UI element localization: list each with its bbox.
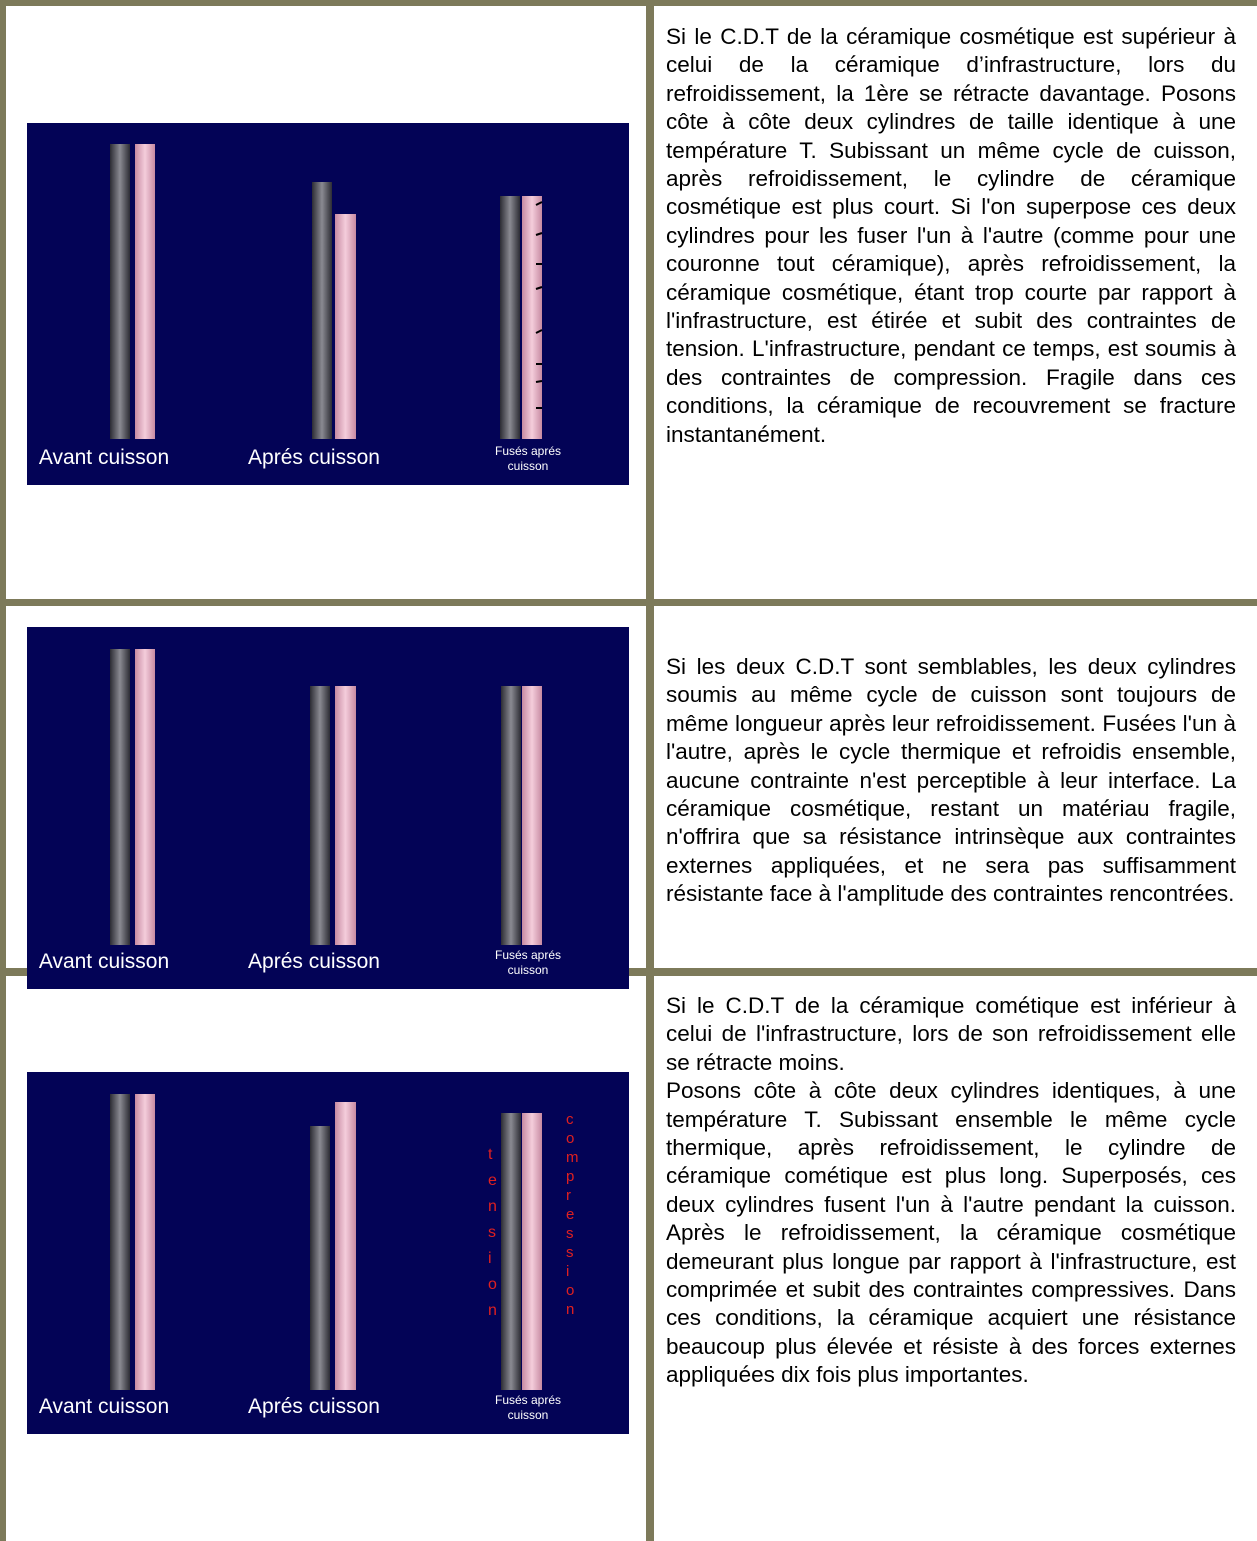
label-after: Aprés cuisson <box>248 1395 380 1418</box>
infrastructure-cylinder-fused <box>501 1113 521 1390</box>
table-column-divider <box>646 0 654 1541</box>
cylinders-diagram-tension: Avant cuisson Aprés cuisson Fusés aprés … <box>39 144 561 473</box>
cosmetic-cylinder-before <box>135 144 155 439</box>
cosmetic-cylinder-after <box>335 214 356 439</box>
paragraph: Si le C.D.T de la céramique cométique es… <box>666 993 1236 1075</box>
infrastructure-cylinder-before <box>110 649 130 945</box>
label-fused-line1: Fusés aprés <box>495 444 561 458</box>
cosmetic-cylinder-before <box>135 1094 155 1390</box>
label-after: Aprés cuisson <box>248 446 380 469</box>
cosmetic-cylinder-fused <box>522 686 542 945</box>
paragraph: Si les deux C.D.T sont semblables, les d… <box>666 654 1236 907</box>
fracture-marks <box>535 201 543 409</box>
cosmetic-cylinder-after <box>335 1102 356 1390</box>
paragraph: Posons côte à côte deux cylindres identi… <box>666 1077 1236 1389</box>
label-fused-line1: Fusés aprés <box>495 948 561 962</box>
cylinders-diagram-equal: Avant cuisson Aprés cuisson Fusés aprés … <box>39 649 561 977</box>
infrastructure-cylinder-after <box>310 1126 330 1390</box>
table-border-top <box>0 0 1257 6</box>
cosmetic-cylinder-fused <box>522 196 542 439</box>
infrastructure-cylinder-fused <box>500 196 520 439</box>
table-border-left <box>0 0 6 1541</box>
cosmetic-cylinder-before <box>135 649 155 945</box>
table-row-divider <box>0 599 1257 606</box>
infrastructure-cylinder-after <box>310 686 330 945</box>
label-after: Aprés cuisson <box>248 950 380 973</box>
infrastructure-cylinder-before <box>110 144 130 439</box>
diagram-row-1: Avant cuisson Aprés cuisson Fusés aprés … <box>27 123 629 485</box>
explanation-row-2: Si les deux C.D.T sont semblables, les d… <box>666 653 1236 909</box>
label-fused-line1: Fusés aprés <box>495 1393 561 1407</box>
cosmetic-cylinder-fused <box>522 1113 542 1390</box>
label-before: Avant cuisson <box>39 950 169 973</box>
label-before: Avant cuisson <box>39 1395 169 1418</box>
paragraph-text: Posons côte à côte deux cylindres identi… <box>666 1078 1236 1388</box>
label-before: Avant cuisson <box>39 446 169 469</box>
label-fused-line2: cuisson <box>508 1408 549 1422</box>
cosmetic-cylinder-after <box>335 686 356 945</box>
infrastructure-cylinder-before <box>110 1094 130 1390</box>
infrastructure-cylinder-fused <box>501 686 521 945</box>
paragraph: Si le C.D.T de la céramique cosmétique e… <box>666 24 1236 447</box>
diagram-row-2: Avant cuisson Aprés cuisson Fusés aprés … <box>27 627 629 989</box>
infrastructure-cylinder-after <box>312 182 332 439</box>
label-fused-line2: cuisson <box>508 963 549 977</box>
explanation-row-1: Si le C.D.T de la céramique cosmétique e… <box>666 23 1236 449</box>
label-fused-line2: cuisson <box>508 459 549 473</box>
explanation-row-3: Si le C.D.T de la céramique cométique es… <box>666 992 1236 1390</box>
